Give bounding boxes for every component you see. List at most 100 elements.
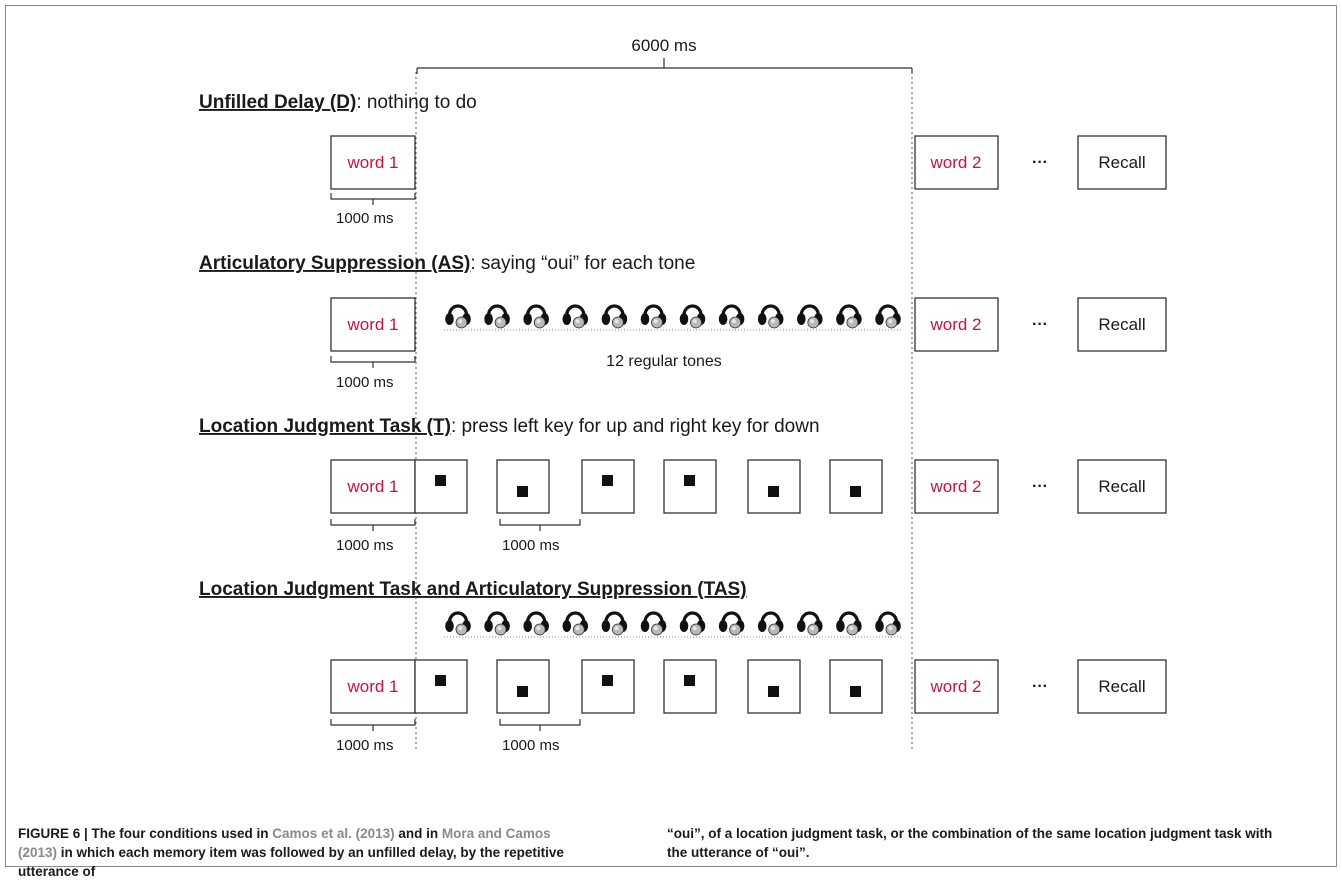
condition-as-subtitle: : saying “oui” for each tone <box>470 253 695 274</box>
condition-as: Articulatory Suppression (AS): saying “o… <box>199 253 1167 391</box>
location-square <box>602 675 613 686</box>
condition-t: Location Judgment Task (T): press left k… <box>199 416 1167 554</box>
condition-d: Unfilled Delay (D): nothing to do word 1… <box>199 92 1167 227</box>
recall-label: Recall <box>1098 677 1145 696</box>
headphone-icon <box>521 611 551 637</box>
citation-link[interactable]: Mora and Camos (2013) <box>18 826 551 860</box>
ellipsis: ··· <box>1032 316 1048 333</box>
location-square <box>850 486 861 497</box>
word-2-box <box>914 659 999 714</box>
stimulus-box <box>581 659 635 714</box>
item-duration-label: 1000 ms <box>336 737 394 754</box>
recall-label: Recall <box>1098 477 1145 496</box>
recall-box <box>1077 297 1167 352</box>
headphone-icon <box>756 611 786 637</box>
headphone-icon <box>873 304 903 330</box>
item-duration-brace <box>330 519 416 531</box>
word-2-label: word 2 <box>929 153 981 172</box>
figure-frame <box>5 5 1337 867</box>
headphone-icon <box>756 304 786 330</box>
word-2-box <box>914 297 999 352</box>
word-1-box <box>330 135 416 190</box>
condition-tas-title: Location Judgment Task and Articulatory … <box>199 579 747 600</box>
location-square <box>768 686 779 697</box>
location-square <box>768 486 779 497</box>
svg-text:Location Judgment Task and Art: Location Judgment Task and Articulatory … <box>199 579 747 600</box>
headphone-icon <box>482 611 512 637</box>
recall-box <box>1077 459 1167 514</box>
headphone-icon <box>560 611 590 637</box>
condition-d-subtitle: : nothing to do <box>356 92 476 113</box>
svg-text:Unfilled Delay (D): nothing to: Unfilled Delay (D): nothing to do <box>199 92 477 113</box>
stimulus-duration-brace <box>499 719 581 731</box>
item-duration-brace <box>330 719 416 731</box>
headphone-icon <box>678 304 707 330</box>
word-1-box <box>330 659 416 714</box>
headphone-icon <box>600 304 629 330</box>
svg-text:Articulatory Suppression (AS):: Articulatory Suppression (AS): saying “o… <box>199 253 695 274</box>
tone-row <box>443 304 903 331</box>
word-1-box <box>330 459 416 514</box>
stimulus-duration-label: 1000 ms <box>502 737 560 754</box>
stimulus-duration-label: 1000 ms <box>502 537 560 554</box>
location-square <box>684 675 695 686</box>
headphone-icon <box>795 611 825 637</box>
figure-caption-left: FIGURE 6 | The four conditions used in C… <box>18 826 564 879</box>
recall-label: Recall <box>1098 315 1145 334</box>
word-2-label: word 2 <box>929 677 981 696</box>
stimulus-box <box>663 659 717 714</box>
condition-tas: Location Judgment Task and Articulatory … <box>199 579 1167 754</box>
figure-caption-right: “oui”, of a location judgment task, or t… <box>667 826 1273 860</box>
item-duration-brace <box>330 193 416 205</box>
total-duration-label: 6000 ms <box>631 36 696 55</box>
word-1-box <box>330 297 416 352</box>
word-2-label: word 2 <box>929 477 981 496</box>
stimulus-box <box>663 459 717 514</box>
headphone-icon <box>443 304 473 330</box>
svg-text:Location Judgment Task (T): pr: Location Judgment Task (T): press left k… <box>199 416 820 437</box>
word-2-box <box>914 135 999 190</box>
word-1-label: word 1 <box>346 477 398 496</box>
headphone-icon <box>600 611 629 637</box>
stimulus-box <box>414 459 468 514</box>
stimulus-box <box>414 659 468 714</box>
citation-link[interactable]: Camos et al. (2013) <box>272 826 395 841</box>
word-1-label: word 1 <box>346 677 398 696</box>
tone-row <box>443 611 903 638</box>
stimulus-duration-brace <box>499 519 581 531</box>
word-2-label: word 2 <box>929 315 981 334</box>
condition-as-title: Articulatory Suppression (AS) <box>199 253 470 274</box>
headphone-icon <box>639 304 668 330</box>
word-2-box <box>914 459 999 514</box>
stimulus-box <box>581 459 635 514</box>
headphone-icon <box>521 304 551 330</box>
location-square <box>517 486 528 497</box>
tones-label: 12 regular tones <box>606 353 722 370</box>
stimulus-row <box>414 659 883 714</box>
word-1-label: word 1 <box>346 153 398 172</box>
figure-label: FIGURE 6 | <box>18 826 92 841</box>
condition-d-title: Unfilled Delay (D) <box>199 92 356 113</box>
ellipsis: ··· <box>1032 678 1048 695</box>
recall-box <box>1077 135 1167 190</box>
headphone-icon <box>834 304 864 330</box>
headphone-icon <box>795 304 825 330</box>
location-square <box>684 475 695 486</box>
ellipsis: ··· <box>1032 154 1048 171</box>
location-square <box>517 686 528 697</box>
location-square <box>850 686 861 697</box>
location-square <box>602 475 613 486</box>
headphone-icon <box>482 304 512 330</box>
location-square <box>435 675 446 686</box>
headphone-icon <box>639 611 668 637</box>
recall-label: Recall <box>1098 153 1145 172</box>
headphone-icon <box>717 304 746 330</box>
headphone-icon <box>834 611 864 637</box>
item-duration-brace <box>330 356 416 368</box>
ellipsis: ··· <box>1032 478 1048 495</box>
item-duration-label: 1000 ms <box>336 210 394 227</box>
headphone-icon <box>560 304 590 330</box>
stimulus-row <box>414 459 883 514</box>
headphone-icon <box>678 611 707 637</box>
item-duration-label: 1000 ms <box>336 374 394 391</box>
